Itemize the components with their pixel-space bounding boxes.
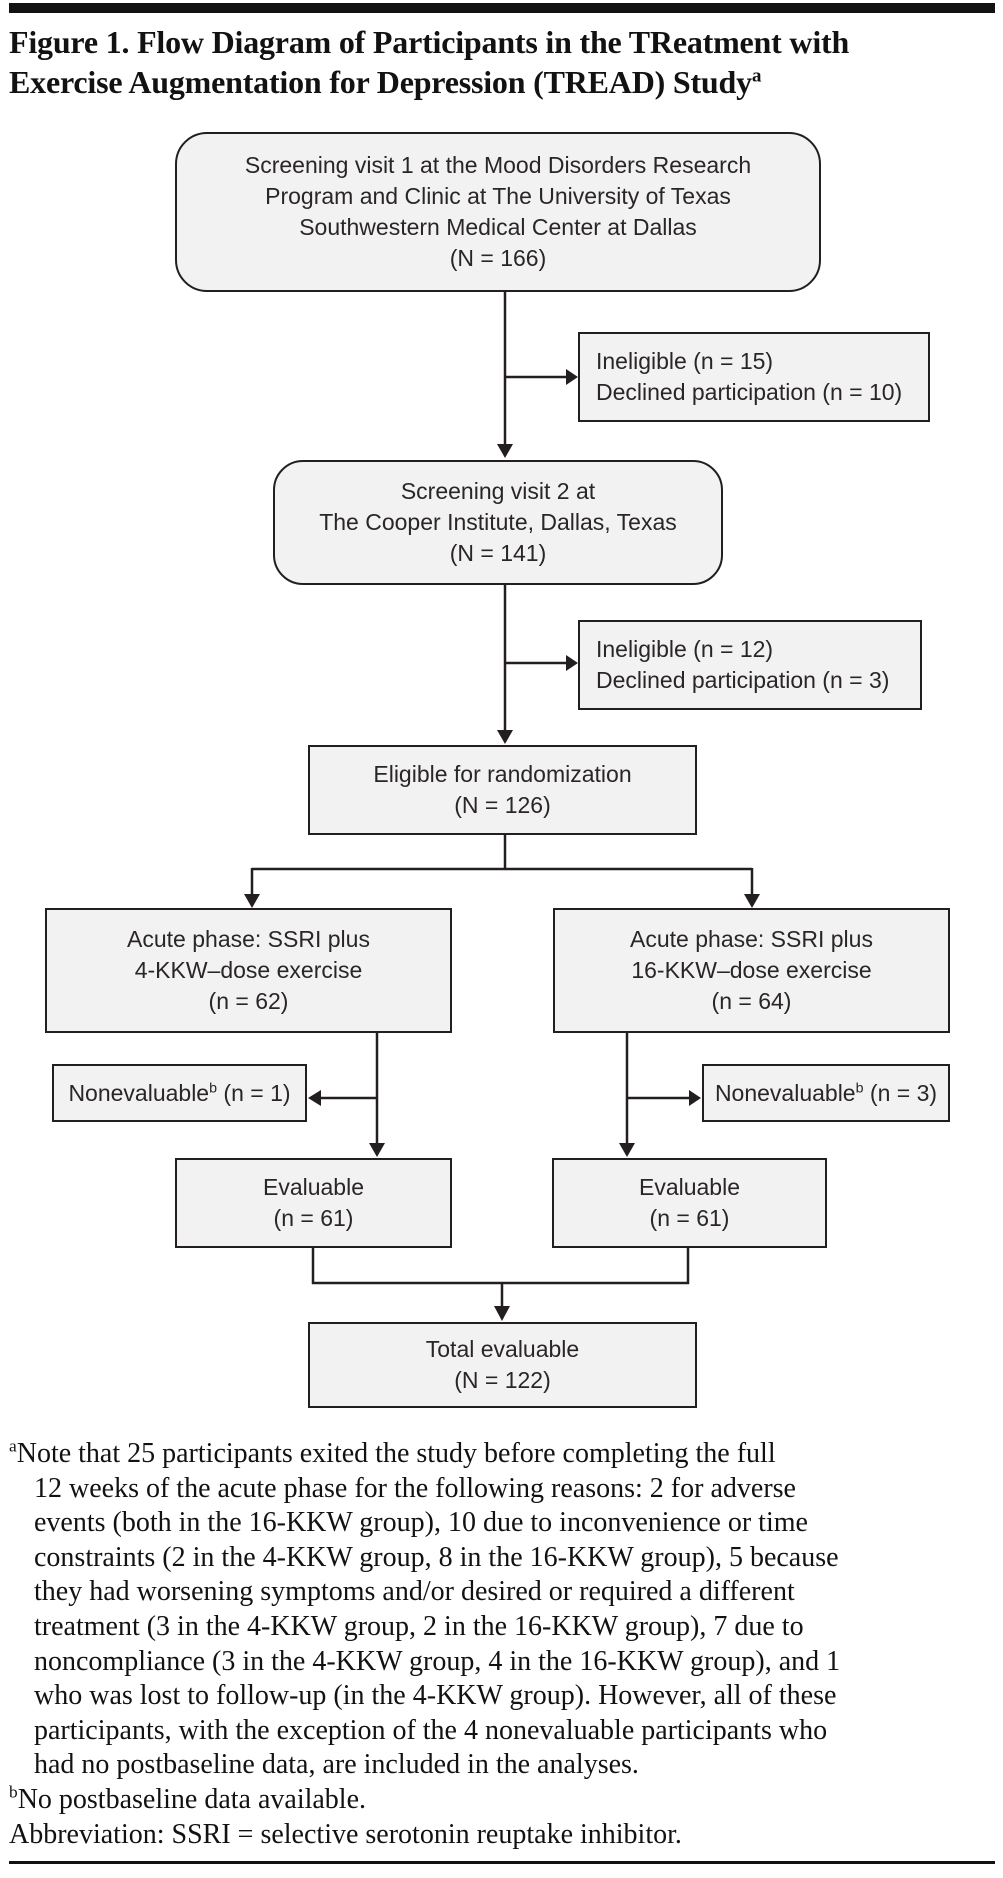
flow-box-nonevaluable-left: Nonevaluableb (n = 1) — [52, 1064, 307, 1122]
footnote-b: bNo postbaseline data available. — [9, 1783, 999, 1818]
flow-box-screening-visit-2: Screening visit 2 at The Cooper Institut… — [273, 460, 723, 585]
box-text-line: Acute phase: SSRI plus — [630, 926, 873, 952]
footnote-line: events (both in the 16-KKW group), 10 du… — [34, 1507, 808, 1539]
footnote-line: Note that 25 participants exited the stu… — [16, 1438, 776, 1469]
footnotes: aNote that 25 participants exited the st… — [9, 1437, 999, 1852]
box-text-line: (n = 61) — [273, 1205, 354, 1231]
flow-box-acute-4kkw: Acute phase: SSRI plus 4-KKW–dose exerci… — [45, 908, 452, 1033]
figure-title-line2: Exercise Augmentation for Depression (TR… — [9, 62, 999, 102]
box-text-line: Evaluable — [638, 1174, 741, 1200]
figure-title: Figure 1. Flow Diagram of Participants i… — [9, 22, 999, 102]
figure-title-line1: Figure 1. Flow Diagram of Participants i… — [9, 24, 850, 60]
box-text-line: Acute phase: SSRI plus — [127, 926, 370, 952]
nonevaluable-count: (n = 1) — [217, 1079, 291, 1106]
footnote-line: treatment (3 in the 4-KKW group, 2 in th… — [34, 1610, 804, 1642]
box-text-line: (N = 126) — [454, 792, 551, 818]
box-text-line: Nonevaluableb (n = 1) — [68, 1078, 290, 1109]
box-text-line: (N = 122) — [454, 1367, 551, 1393]
flow-box-ineligible-1: Ineligible (n = 15) Declined participati… — [578, 332, 930, 422]
box-text-line: Eligible for randomization — [373, 761, 632, 787]
footnote-marker-b: b — [209, 1079, 218, 1096]
footnote-marker-b: b — [855, 1079, 864, 1096]
footnote-marker-b: b — [9, 1782, 18, 1802]
flow-box-acute-16kkw: Acute phase: SSRI plus 16-KKW–dose exerc… — [553, 908, 950, 1033]
flow-box-evaluable-right: Evaluable (n = 61) — [552, 1158, 827, 1248]
box-text-line: Ineligible (n = 12) — [596, 636, 774, 662]
footnote-line: who was lost to follow-up (in the 4-KKW … — [34, 1680, 837, 1712]
flow-box-nonevaluable-right: Nonevaluableb (n = 3) — [702, 1064, 950, 1122]
figure-title-line2-text: Exercise Augmentation for Depression (TR… — [9, 64, 752, 100]
box-text-line: 4-KKW–dose exercise — [134, 957, 363, 983]
footnote-a-line1: aNote that 25 participants exited the st… — [9, 1437, 999, 1472]
footnote-line: participants, with the exception of the … — [34, 1714, 828, 1746]
box-text-line: Total evaluable — [425, 1336, 580, 1362]
box-text-line: (n = 64) — [711, 988, 792, 1014]
flow-box-screening-visit-1: Screening visit 1 at the Mood Disorders … — [175, 132, 821, 292]
bottom-rule — [9, 1861, 995, 1864]
abbreviation-note: Abbreviation: SSRI = selective serotonin… — [9, 1818, 682, 1850]
nonevaluable-text: Nonevaluable — [714, 1079, 856, 1106]
box-text-line: Evaluable — [262, 1174, 365, 1200]
box-text-line: Southwestern Medical Center at Dallas — [299, 214, 697, 240]
box-text-line: 16-KKW–dose exercise — [631, 957, 872, 983]
flow-box-eligible-randomization: Eligible for randomization (N = 126) — [308, 745, 697, 835]
box-text-line: Declined participation (n = 10) — [596, 379, 903, 405]
footnote-line: noncompliance (3 in the 4-KKW group, 4 i… — [34, 1645, 841, 1677]
box-text-line: The Cooper Institute, Dallas, Texas — [319, 509, 677, 535]
box-text-line: (N = 141) — [449, 540, 547, 566]
footnote-marker-a: a — [9, 1436, 17, 1456]
footnote-a-continuation: 12 weeks of the acute phase for the foll… — [9, 1472, 999, 1783]
footnote-line: constraints (2 in the 4-KKW group, 8 in … — [34, 1541, 839, 1573]
nonevaluable-count: (n = 3) — [863, 1079, 938, 1106]
box-text-line: Declined participation (n = 3) — [596, 667, 890, 693]
box-text-line: Screening visit 1 at the Mood Disorders … — [244, 152, 752, 178]
box-text-line: (N = 166) — [449, 245, 547, 271]
nonevaluable-text: Nonevaluable — [68, 1079, 210, 1106]
box-text-line: (n = 62) — [208, 988, 289, 1014]
footnote-line: No postbaseline data available. — [17, 1783, 367, 1815]
footnote-line: had no postbaseline data, are included i… — [34, 1749, 639, 1781]
box-text-line: Program and Clinic at The University of … — [265, 183, 731, 209]
box-text-line: Screening visit 2 at — [400, 478, 596, 504]
title-superscript-a: a — [751, 65, 762, 87]
box-text-line: Ineligible (n = 15) — [596, 348, 774, 374]
footnote-line: 12 weeks of the acute phase for the foll… — [34, 1472, 796, 1504]
footnote-line: they had worsening symptoms and/or desir… — [34, 1576, 795, 1608]
box-text-line: Nonevaluableb (n = 3) — [715, 1078, 937, 1109]
box-text-line: (n = 61) — [649, 1205, 730, 1231]
flow-box-evaluable-left: Evaluable (n = 61) — [175, 1158, 452, 1248]
flow-box-ineligible-2: Ineligible (n = 12) Declined participati… — [578, 620, 922, 710]
top-rule — [9, 3, 995, 13]
flow-box-total-evaluable: Total evaluable (N = 122) — [308, 1322, 697, 1408]
